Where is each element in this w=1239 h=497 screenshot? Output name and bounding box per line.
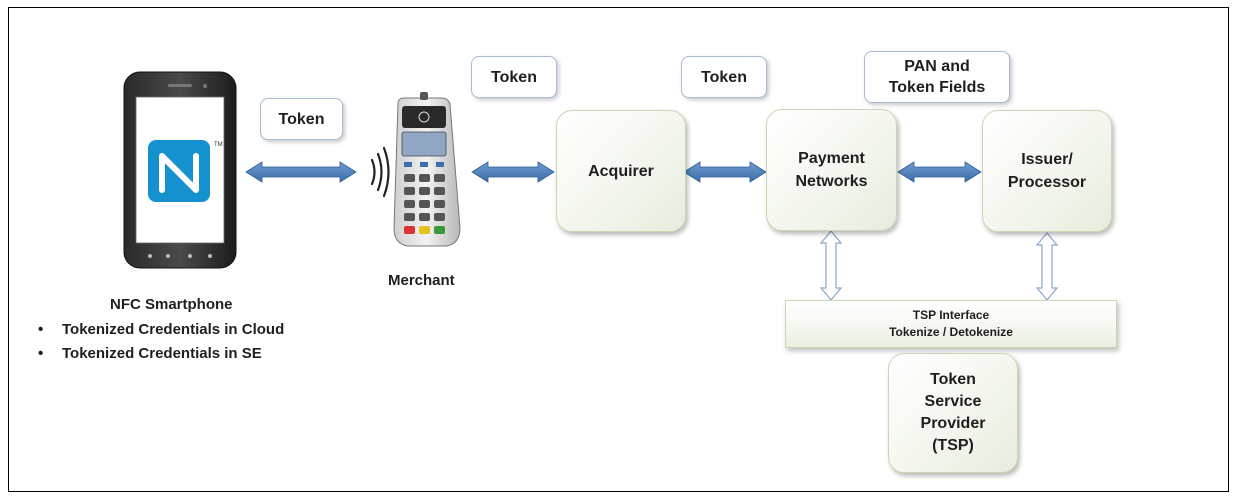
acquirer-label: Acquirer [588,162,654,180]
tsp-interface-line2: Tokenize / Detokenize [889,325,1013,339]
tsp-line3: Provider [920,415,986,432]
payment-terminal-illustration [393,92,461,247]
tsp-interface-line1: TSP Interface [912,308,990,322]
acquirer-node: Acquirer [556,110,686,232]
tsp-line1: Token [930,371,976,388]
pan-label-line2: Token Fields [888,79,986,96]
arrow-issuer-tsp-interface [1035,232,1059,301]
tsp-line4: (TSP) [932,437,974,454]
nfc-smartphone-illustration: TM [123,71,237,269]
tsp-line2: Service [924,393,982,410]
nfc-n-mark-icon: TM [148,140,223,202]
payment-networks-node: Payment Networks [766,109,897,231]
payment-networks-line2: Networks [795,173,868,190]
token-label-acquirer: Token [681,56,767,98]
issuer-line2: Processor [1007,174,1087,191]
smartphone-bullet-item: Tokenized Credentials in SE [38,342,284,366]
arrow-merchant-acquirer [471,161,555,183]
diagram-frame [8,7,1229,492]
merchant-caption: Merchant [388,272,455,289]
token-label-phone: Token [260,98,343,140]
token-service-provider-node: Token Service Provider (TSP) [888,353,1018,473]
smartphone-caption: NFC Smartphone [110,296,233,313]
pan-token-fields-label: PAN and Token Fields [864,51,1010,103]
arrow-networks-tsp-interface [819,230,843,301]
phone-nav-buttons-icon [148,254,212,258]
token-label-merchant: Token [471,56,557,98]
token-label-phone-text: Token [278,110,325,128]
arrow-networks-issuer [897,161,982,183]
pan-label-line1: PAN and [904,58,970,75]
issuer-line1: Issuer/ [1021,151,1073,168]
payment-networks-line1: Payment [798,150,865,167]
tsp-interface-bar: TSP Interface Tokenize / Detokenize [785,300,1117,348]
arrow-acquirer-networks [683,161,767,183]
issuer-processor-node: Issuer/ Processor [982,110,1112,232]
nfc-waves-icon [370,146,390,198]
smartphone-bullet-item: Tokenized Credentials in Cloud [38,318,284,342]
arrow-phone-merchant [245,161,357,183]
svg-text:TM: TM [214,142,223,148]
token-label-acquirer-text: Token [701,68,747,86]
token-label-merchant-text: Token [491,68,537,86]
smartphone-bullet-list: Tokenized Credentials in Cloud Tokenized… [38,318,284,366]
